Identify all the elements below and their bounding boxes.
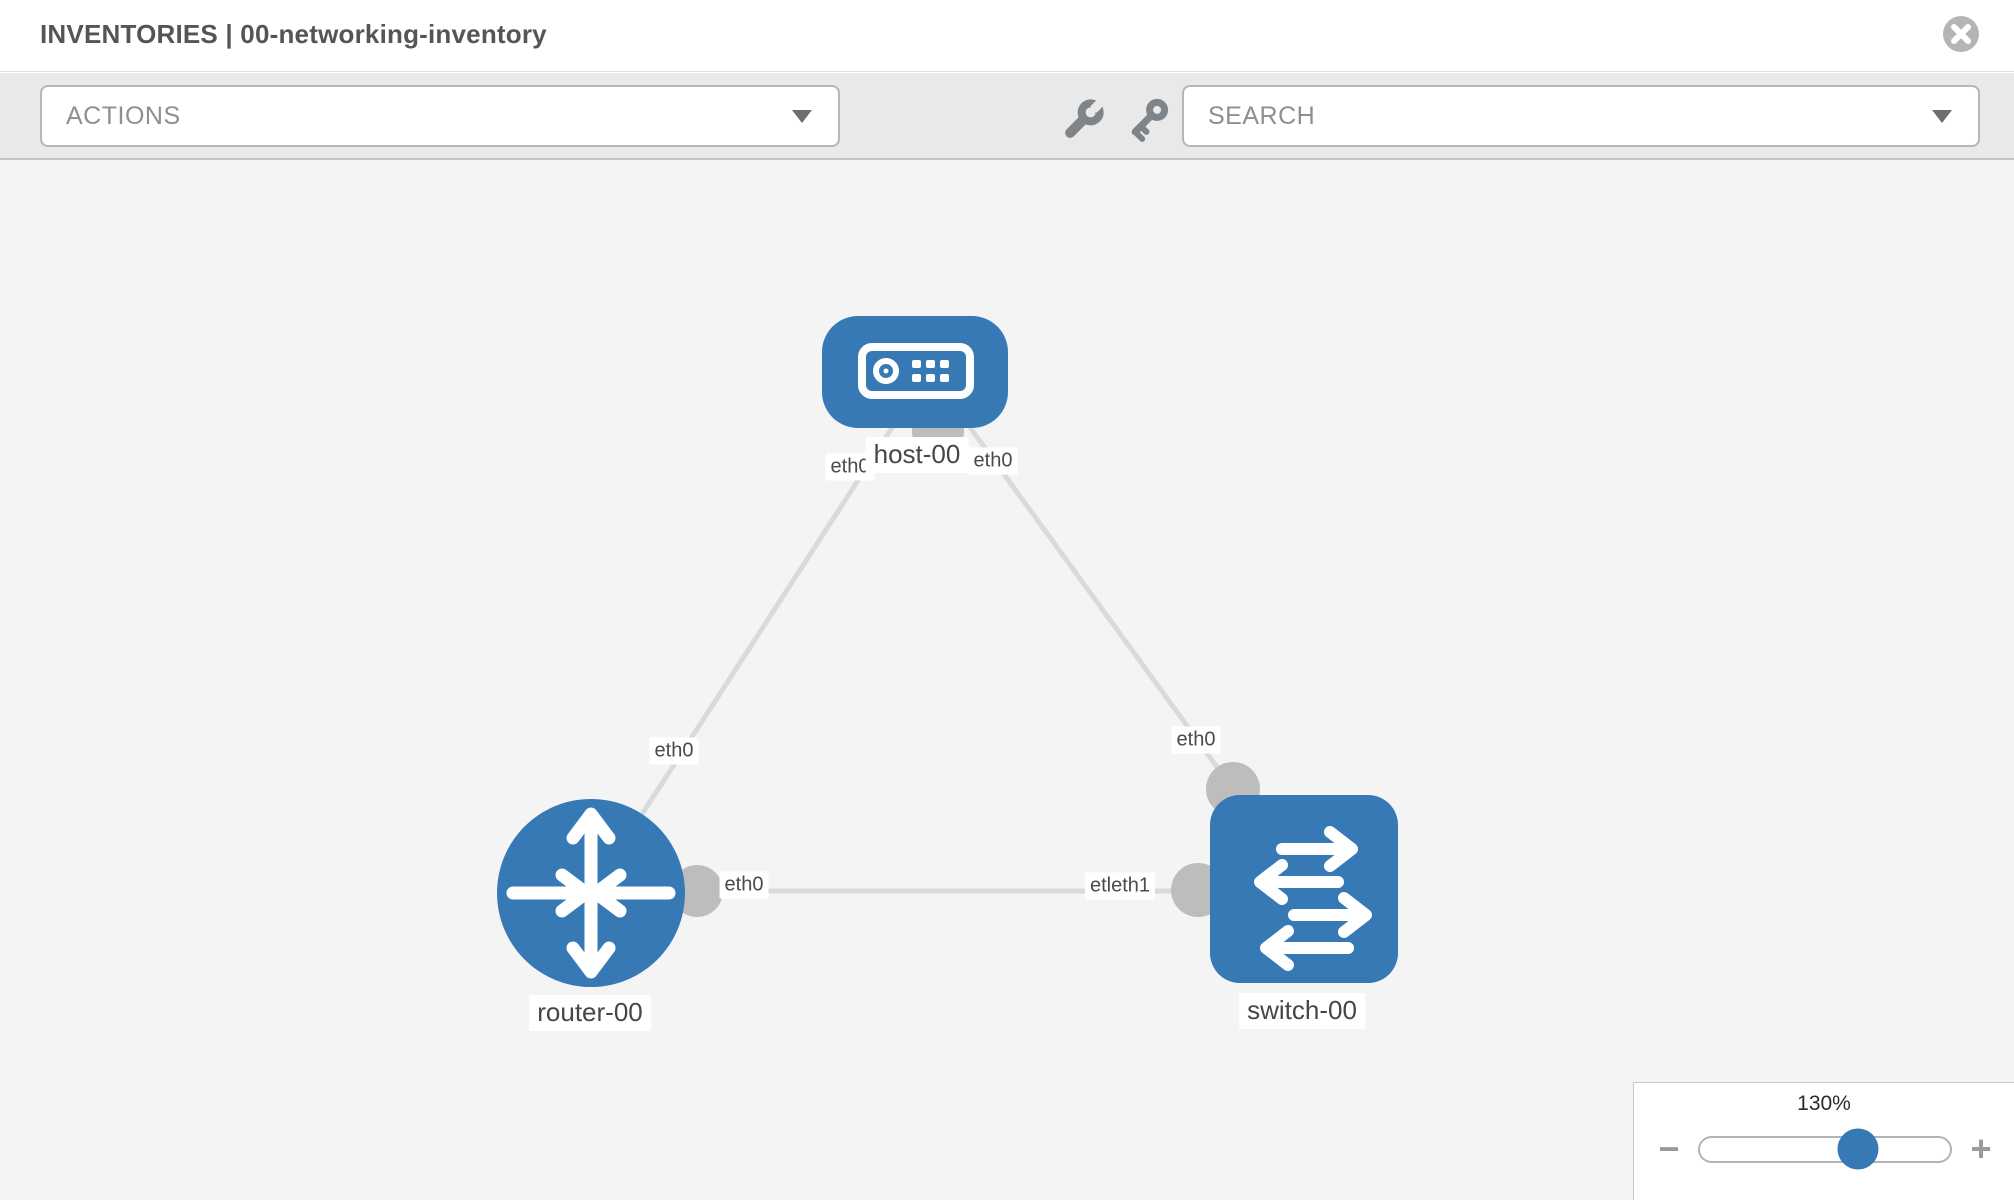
actions-dropdown[interactable]: ACTIONS	[40, 85, 840, 147]
wrench-icon[interactable]	[1062, 97, 1108, 143]
link-router-host[interactable]	[588, 398, 913, 895]
host-icon	[858, 343, 974, 399]
node-label-router: router-00	[529, 995, 651, 1031]
close-icon[interactable]	[1941, 14, 1981, 54]
page-title: INVENTORIES | 00-networking-inventory	[40, 19, 547, 49]
if-label-switch-line: etleth1	[1084, 872, 1156, 900]
interface-bubbles	[671, 405, 1260, 917]
zoom-panel: 130% − +	[1633, 1082, 2014, 1200]
node-switch[interactable]	[1210, 795, 1398, 983]
node-label-host: host-00	[865, 437, 969, 473]
toolbar: ACTIONS SEARCH	[0, 73, 2014, 160]
router-icon	[506, 807, 676, 979]
if-label-router-line: eth0	[719, 871, 769, 899]
node-router[interactable]	[497, 799, 685, 987]
key-icon[interactable]	[1130, 97, 1176, 143]
topology-graph	[497, 316, 1398, 987]
node-label-switch: switch-00	[1239, 993, 1365, 1029]
zoom-in-button[interactable]: +	[1970, 1128, 1992, 1169]
search-dropdown-label: SEARCH	[1208, 101, 1316, 130]
if-label-switch-top: eth0	[1171, 726, 1221, 754]
topology-canvas[interactable]: eth0 eth0 eth0 eth0 eth0 etleth1 host-00…	[0, 160, 2014, 1200]
zoom-out-button[interactable]: −	[1658, 1128, 1680, 1169]
page-header: INVENTORIES | 00-networking-inventory	[0, 0, 2014, 72]
actions-dropdown-label: ACTIONS	[66, 101, 181, 130]
chevron-down-icon	[792, 109, 812, 123]
node-host[interactable]	[822, 316, 1008, 428]
zoom-slider-track[interactable]	[1698, 1128, 1952, 1170]
zoom-slider-thumb[interactable]	[1837, 1128, 1878, 1170]
topology-links	[588, 398, 1300, 895]
search-dropdown[interactable]: SEARCH	[1182, 85, 1980, 147]
switch-icon	[1254, 826, 1372, 971]
chevron-down-icon	[1932, 109, 1952, 123]
if-label-router-top: eth0	[649, 737, 699, 765]
zoom-level: 130%	[1797, 1092, 1851, 1115]
if-label-host-right: eth0	[968, 447, 1018, 475]
